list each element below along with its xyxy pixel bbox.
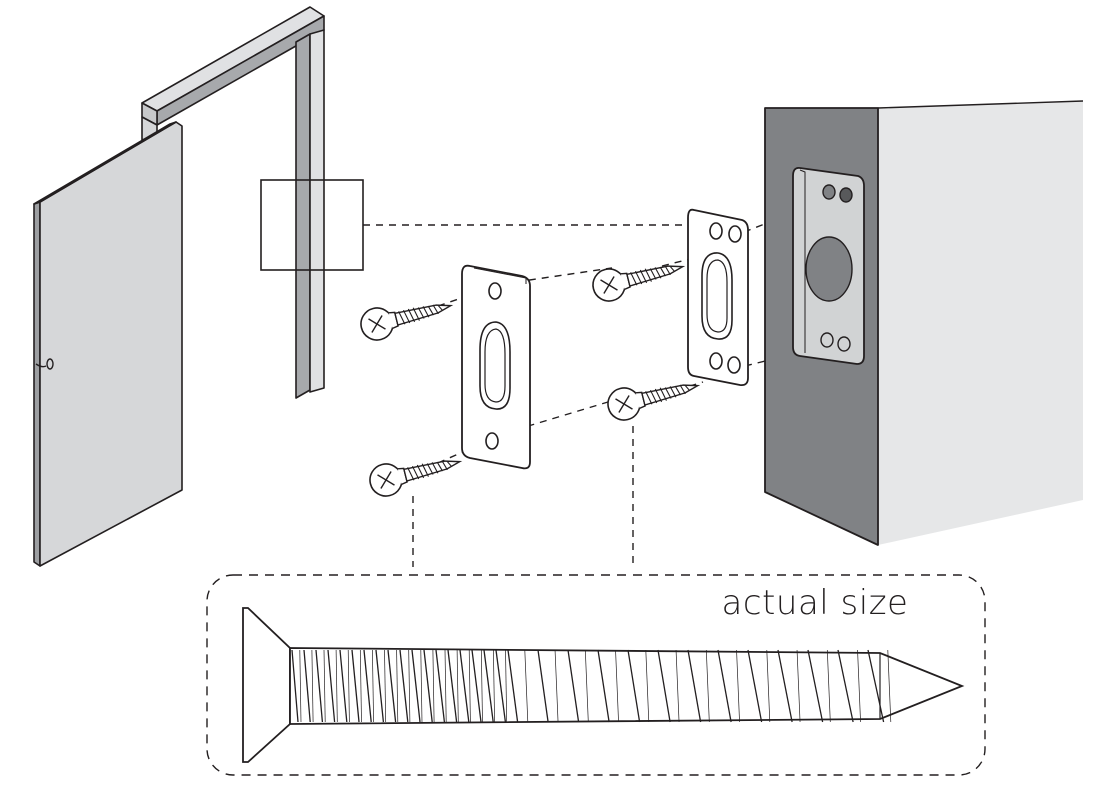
screw-icon — [588, 250, 688, 306]
screw-icon — [365, 445, 465, 501]
screw-icon — [242, 607, 965, 763]
screw-icon — [356, 289, 456, 345]
door-icon — [33, 121, 183, 567]
door-handle-icon — [46, 358, 54, 370]
strike-plate-icon — [461, 264, 531, 470]
actual-size-label: actual size — [721, 583, 909, 623]
mortise-recess — [792, 167, 865, 365]
strike-plate-icon — [687, 208, 749, 387]
screw-icon — [603, 369, 703, 425]
actual-size-callout — [206, 574, 986, 776]
door-jamb-icon — [764, 100, 1084, 546]
